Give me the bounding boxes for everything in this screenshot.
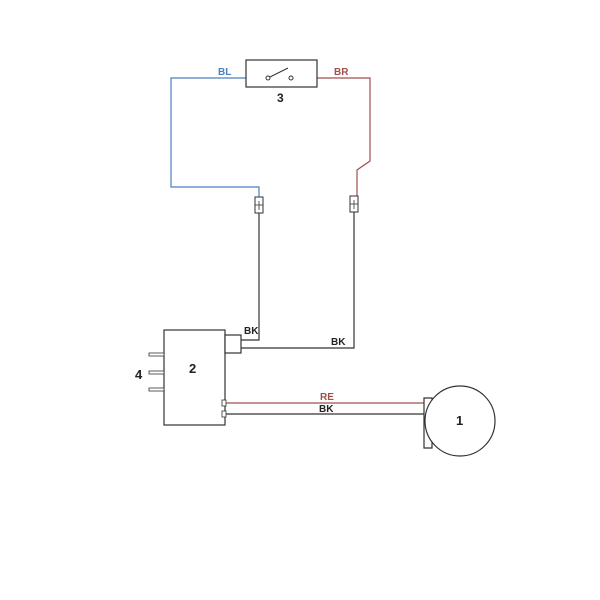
wire-black-right <box>241 212 355 349</box>
label-wire-black-bottom: BK <box>319 404 334 415</box>
label-wire-blue: BL <box>218 67 231 78</box>
label-wire-red: RE <box>320 392 334 403</box>
controller-plug <box>224 334 242 354</box>
switch-contact-right <box>288 75 294 81</box>
controller <box>163 329 242 426</box>
label-controller-number: 2 <box>189 361 196 376</box>
motor <box>423 385 496 457</box>
terminal-pins <box>148 352 165 392</box>
label-switch-number: 3 <box>277 91 284 105</box>
label-wire-brown: BR <box>334 67 349 78</box>
switch-lever <box>269 67 289 78</box>
wire-blue <box>170 77 260 198</box>
connector-left <box>254 196 264 214</box>
label-motor-number: 1 <box>456 413 463 428</box>
label-wire-black-top: BK <box>244 326 259 337</box>
switch <box>245 59 318 88</box>
connector-right <box>349 195 359 213</box>
label-wire-black-right: BK <box>331 337 346 348</box>
motor-body <box>424 385 496 457</box>
label-terminals-number: 4 <box>135 367 143 382</box>
controller-terminal-top <box>221 399 227 407</box>
switch-contact-left <box>265 75 271 81</box>
wire-black-left <box>241 212 260 341</box>
wire-brown <box>317 77 371 197</box>
controller-terminal-bottom <box>221 410 227 418</box>
